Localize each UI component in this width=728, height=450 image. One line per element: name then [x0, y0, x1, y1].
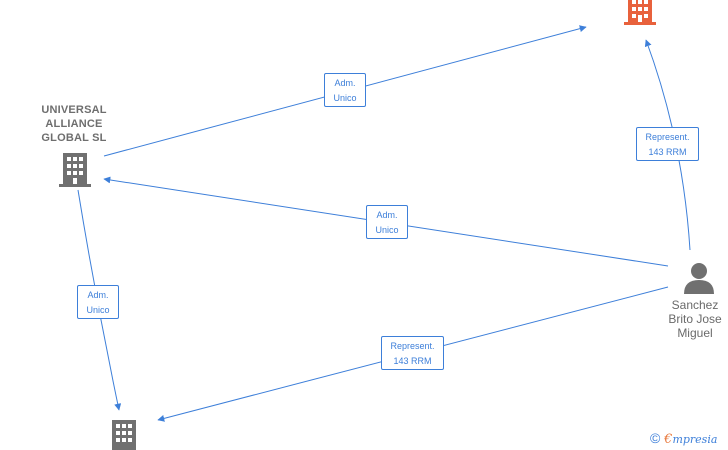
building-icon[interactable] [59, 153, 91, 187]
edge-label-rep2[interactable]: Represent. 143 RRM [381, 336, 444, 370]
node-label-sanchez[interactable]: Sanchez Brito Jose Miguel [668, 298, 722, 340]
building-icon[interactable] [624, 0, 656, 26]
edge-label-line2: Unico [333, 93, 357, 103]
edge-label-line1: Adm. [376, 210, 398, 220]
edge-label-adm2[interactable]: Adm. Unico [366, 205, 408, 239]
copyright-footer: © €mpresia [650, 430, 717, 447]
edge-label-adm1[interactable]: Adm. Unico [324, 73, 366, 107]
edge-label-line1: Adm. [87, 290, 109, 300]
edge-label-line1: Represent. [645, 132, 690, 142]
copyright-symbol: © [650, 430, 661, 446]
edge-label-line1: Represent. [390, 341, 435, 351]
edge-label-line2: 143 RRM [648, 147, 687, 157]
node-label-universal[interactable]: UNIVERSAL ALLIANCE GLOBAL SL [41, 104, 107, 144]
brand-logo: €mpresia [664, 432, 718, 447]
edge-label-rep1[interactable]: Represent. 143 RRM [636, 127, 699, 161]
edge-label-line2: Unico [375, 225, 399, 235]
edge-label-line2: Unico [86, 305, 110, 315]
edge-label-line1: Adm. [334, 78, 356, 88]
person-icon[interactable] [684, 262, 714, 294]
edge-label-adm3[interactable]: Adm. Unico [77, 285, 119, 319]
edge-label-line2: 143 RRM [393, 356, 432, 366]
building-icon[interactable] [108, 420, 140, 450]
